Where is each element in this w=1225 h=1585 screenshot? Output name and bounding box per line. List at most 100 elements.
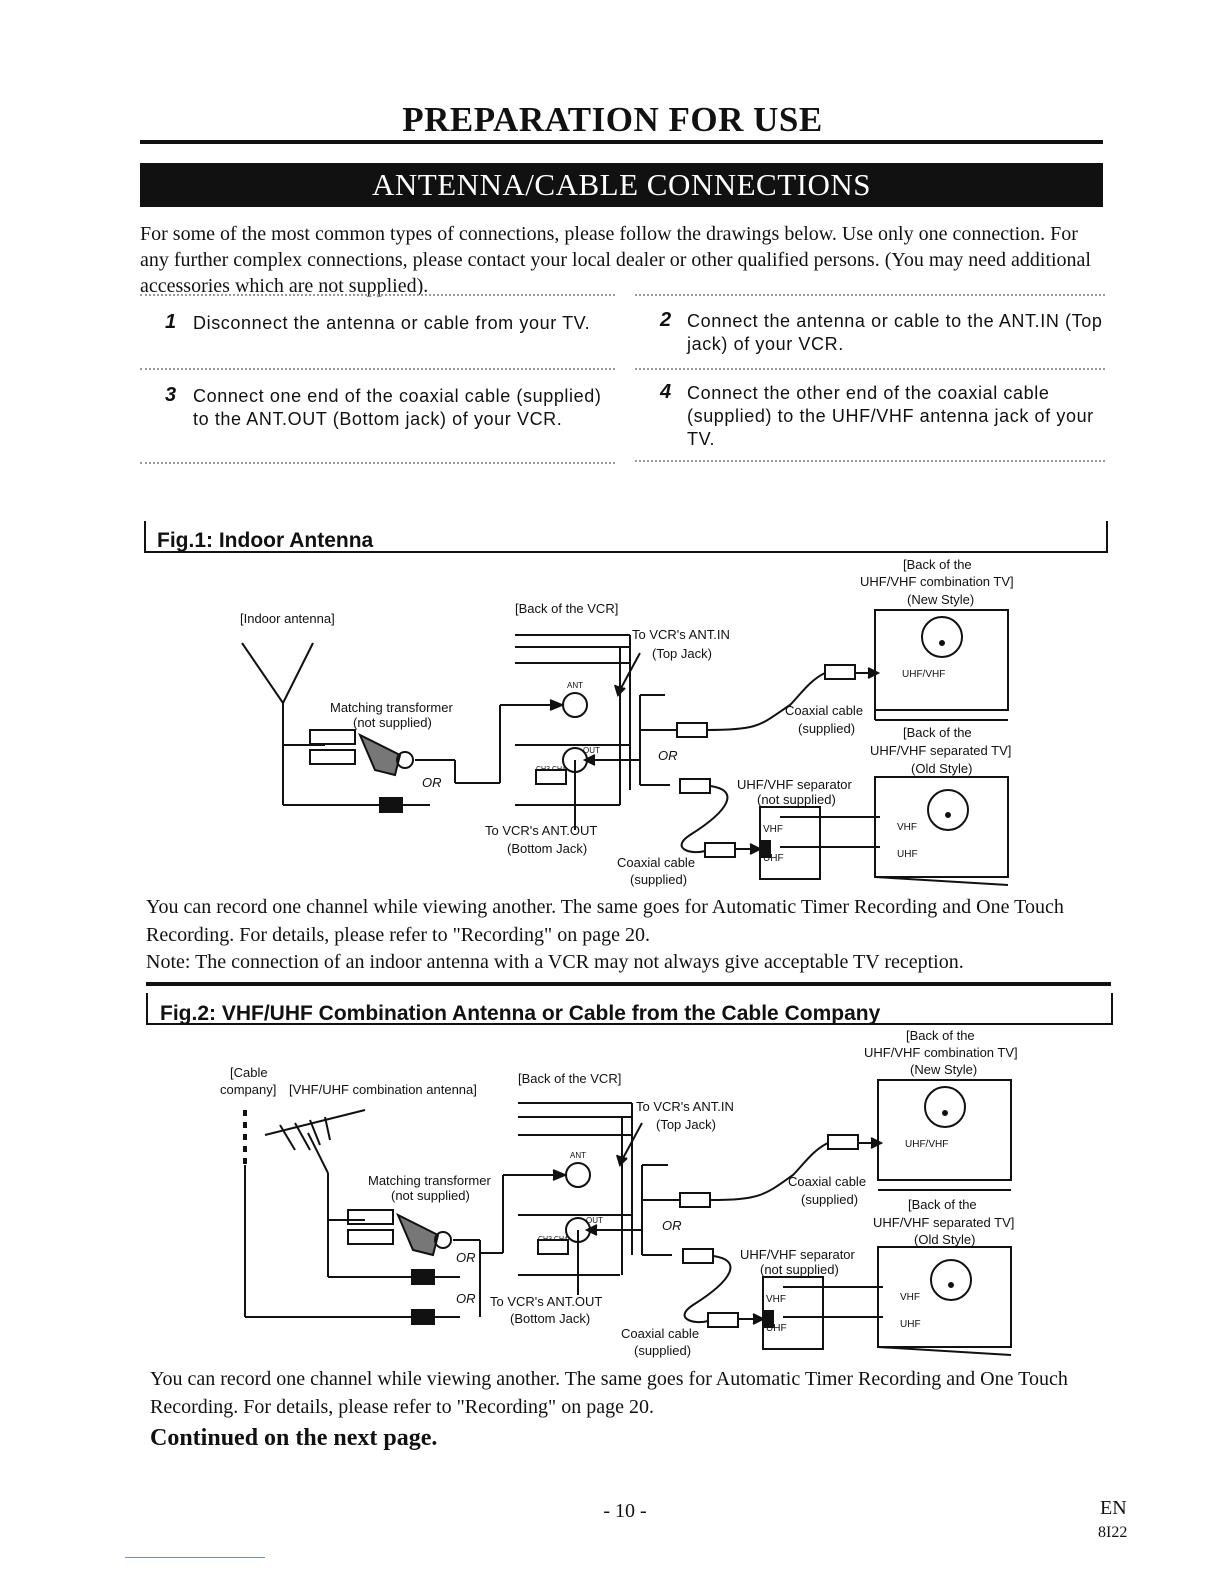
label-vhf: VHF: [900, 1292, 920, 1303]
divider: [635, 460, 1105, 462]
label-vhf: VHF: [897, 822, 917, 833]
step-number: 4: [660, 381, 672, 403]
label-separator: UHF/VHF separator: [737, 777, 853, 792]
label-bottom-jack: (Bottom Jack): [510, 1311, 590, 1326]
plug-icon: [827, 1134, 859, 1150]
label-vhf: VHF: [763, 824, 783, 835]
label-supplied: (supplied): [634, 1343, 691, 1358]
fig2-caption: You can record one channel while viewing…: [150, 1368, 1068, 1418]
label-coaxial-cable: Coaxial cable: [785, 703, 863, 718]
divider: [140, 294, 615, 296]
label-uhf: UHF: [897, 849, 918, 860]
label-vhf: VHF: [766, 1294, 786, 1305]
label-separated-tv: UHF/VHF separated TV]: [873, 1215, 1014, 1230]
label-matching-transformer: Matching transformer: [368, 1173, 491, 1188]
plug-icon: [411, 1309, 435, 1325]
fig1-caption: You can record one channel while viewing…: [146, 896, 1064, 946]
label-supplied: (supplied): [798, 721, 855, 736]
label-coaxial-cable: Coaxial cable: [617, 855, 695, 870]
fig1-header-box: [144, 521, 1108, 553]
fig2-header-box: [146, 993, 1113, 1025]
label-ch: CH3 CH4: [538, 1236, 568, 1243]
label-cable: [Cable: [230, 1065, 268, 1080]
plug-icon: [676, 722, 708, 738]
plug-icon: [411, 1269, 435, 1285]
fig1-note: Note: The connection of an indoor antenn…: [146, 951, 964, 973]
label-coaxial-cable: Coaxial cable: [788, 1174, 866, 1189]
label-supplied: (supplied): [630, 872, 687, 887]
matching-transformer-icon: [347, 1209, 452, 1257]
label-old-style: (Old Style): [914, 1232, 975, 1247]
separator-icon: [762, 1276, 824, 1350]
step-number: 3: [165, 384, 177, 406]
divider: [140, 462, 615, 464]
label-indoor-antenna: [Indoor antenna]: [240, 611, 335, 626]
label-to-ant-in: To VCR's ANT.IN: [632, 627, 730, 642]
label-top-jack: (Top Jack): [656, 1117, 716, 1132]
label-combination-tv: UHF/VHF combination TV]: [860, 574, 1014, 589]
continued-note: Continued on the next page.: [150, 1425, 438, 1451]
fig2-title: Fig.2: VHF/UHF Combination Antenna or Ca…: [160, 1002, 881, 1025]
section-rule: [146, 982, 1111, 986]
divider: [635, 368, 1105, 370]
label-not-supplied: (not supplied): [353, 715, 432, 730]
vcr-back-icon: [518, 1102, 633, 1276]
label-out: OUT: [583, 746, 600, 755]
divider: [635, 294, 1105, 296]
label-back-of-the: [Back of the: [903, 557, 972, 572]
label-bottom-jack: (Bottom Jack): [507, 841, 587, 856]
page-number: - 10 -: [603, 1500, 647, 1522]
label-coaxial-cable: Coaxial cable: [621, 1326, 699, 1341]
plug-icon: [824, 664, 856, 680]
tv-old-style-icon: [877, 1246, 1012, 1348]
label-back-of-vcr: [Back of the VCR]: [518, 1071, 621, 1086]
label-uhf: UHF: [900, 1319, 921, 1330]
label-out: OUT: [586, 1216, 603, 1225]
label-back-of-the: [Back of the: [906, 1028, 975, 1043]
step-1: 1 Disconnect the antenna or cable from y…: [165, 311, 625, 335]
label-or: OR: [422, 775, 442, 790]
tv-new-style-icon: [874, 609, 1009, 711]
step-number: 1: [165, 311, 177, 333]
label-not-supplied: (not supplied): [757, 792, 836, 807]
vcr-back-icon: [515, 634, 631, 806]
indoor-antenna-icon: [241, 642, 314, 705]
label-not-supplied: (not supplied): [760, 1262, 839, 1277]
divider: [140, 368, 615, 370]
separator-icon: [759, 806, 821, 880]
document-code: 8I22: [1098, 1524, 1128, 1541]
fig2-diagram: [Cable company] [VHF/UHF combination ant…: [220, 1028, 1018, 1358]
label-or: OR: [456, 1291, 476, 1306]
label-separated-tv: UHF/VHF separated TV]: [870, 743, 1011, 758]
combination-antenna-icon: [264, 1109, 366, 1174]
label-uhf-vhf: UHF/VHF: [905, 1139, 948, 1150]
step-text: Connect one end of the coaxial cable (su…: [193, 386, 602, 429]
plug-icon: [679, 1192, 711, 1208]
plug-icon: [679, 778, 711, 794]
fig1-diagram: [Indoor antenna] Matching transformer (n…: [240, 557, 1014, 887]
language-code: EN: [1100, 1497, 1127, 1519]
step-4: 4 Connect the other end of the coaxial c…: [660, 381, 1110, 451]
label-ant: ANT: [567, 681, 583, 690]
fig1-title: Fig.1: Indoor Antenna: [157, 529, 374, 552]
plug-icon: [379, 797, 403, 813]
label-uhf-vhf: UHF/VHF: [902, 669, 945, 680]
section-title: ANTENNA/CABLE CONNECTIONS: [140, 163, 1103, 207]
label-ant: ANT: [570, 1151, 586, 1160]
label-separator: UHF/VHF separator: [740, 1247, 856, 1262]
label-uhf: UHF: [763, 853, 784, 864]
label-combination-tv: UHF/VHF combination TV]: [864, 1045, 1018, 1060]
tv-old-style-icon: [874, 776, 1009, 878]
label-new-style: (New Style): [910, 1062, 977, 1077]
label-old-style: (Old Style): [911, 761, 972, 776]
intro-paragraph: For some of the most common types of con…: [140, 223, 1091, 297]
label-or: OR: [662, 1218, 682, 1233]
plug-icon: [707, 1312, 739, 1328]
label-to-ant-out: To VCR's ANT.OUT: [490, 1294, 602, 1309]
bottom-link-line: [125, 1557, 265, 1558]
step-text: Connect the antenna or cable to the ANT.…: [687, 311, 1103, 354]
page-title: PREPARATION FOR USE: [402, 100, 823, 139]
label-company: company]: [220, 1082, 276, 1097]
label-uhf: UHF: [766, 1323, 787, 1334]
plug-icon: [704, 842, 736, 858]
